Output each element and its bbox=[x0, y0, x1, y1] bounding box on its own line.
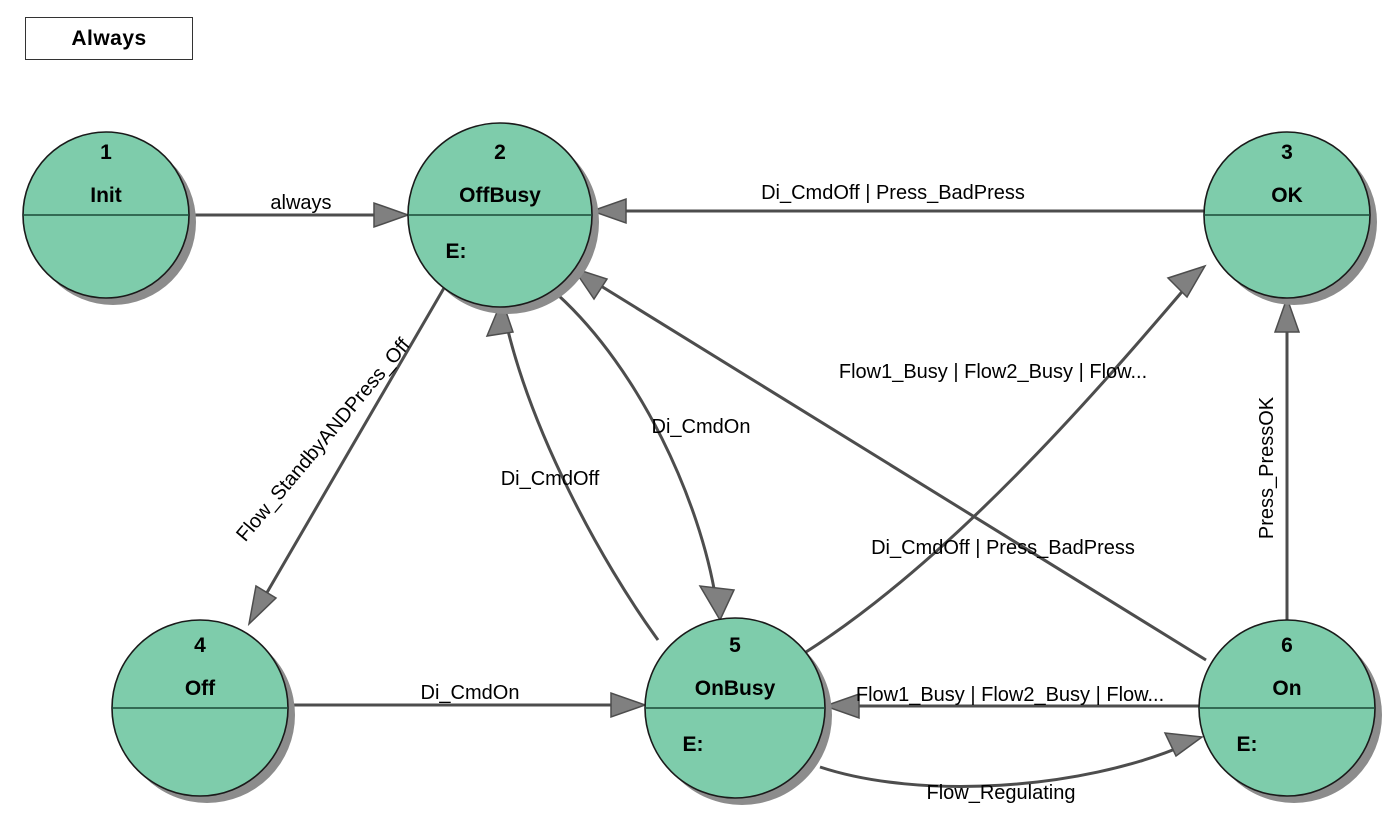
state-id-label: 4 bbox=[194, 634, 206, 657]
state-id-label: 3 bbox=[1281, 141, 1293, 164]
state-name-label: On bbox=[1272, 677, 1301, 700]
edge-offbusy-to-off[interactable] bbox=[247, 287, 446, 627]
chart-title-box: Always bbox=[25, 17, 193, 60]
edge-onbusy-to-ok[interactable] bbox=[805, 264, 1207, 654]
edge-on-to-offbusy[interactable] bbox=[571, 266, 1207, 662]
state-name-label: OK bbox=[1271, 184, 1303, 207]
edge-label-2-to-5[interactable]: Di_CmdOn bbox=[652, 416, 751, 438]
edge-offbusy-to-onbusy[interactable] bbox=[556, 293, 736, 622]
edge-label-6-to-3[interactable]: Press_PressOK bbox=[1256, 396, 1278, 539]
state-entry-label: E: bbox=[1237, 733, 1258, 756]
state-node-ok[interactable]: 3OK bbox=[1203, 131, 1377, 305]
state-id-label: 2 bbox=[494, 141, 506, 164]
edge-label-2-to-4[interactable]: Flow_StandbyANDPress_Off bbox=[232, 334, 415, 546]
edge-label-1-to-2[interactable]: always bbox=[270, 192, 331, 214]
edge-ok-to-offbusy[interactable] bbox=[589, 197, 1204, 225]
state-name-label: Init bbox=[90, 184, 122, 207]
edge-on-to-ok[interactable] bbox=[1273, 295, 1301, 620]
edge-off-to-onbusy[interactable] bbox=[288, 691, 648, 719]
edges-layer bbox=[189, 197, 1301, 788]
edge-label-6-to-5[interactable]: Flow1_Busy | Flow2_Busy | Flow... bbox=[856, 684, 1164, 706]
state-name-label: OnBusy bbox=[695, 677, 776, 700]
edge-init-to-offbusy[interactable] bbox=[189, 201, 411, 229]
edge-label-5-to-6[interactable]: Flow_Regulating bbox=[927, 782, 1076, 804]
state-name-label: Off bbox=[185, 677, 216, 700]
chart-title-label: Always bbox=[71, 26, 147, 50]
edge-label-6-to-2[interactable]: Di_CmdOff | Press_BadPress bbox=[871, 537, 1135, 559]
state-id-label: 1 bbox=[100, 141, 112, 164]
edge-label-5-to-2[interactable]: Di_CmdOff bbox=[501, 468, 600, 490]
edge-label-5-to-3[interactable]: Flow1_Busy | Flow2_Busy | Flow... bbox=[839, 361, 1147, 383]
edge-on-to-onbusy[interactable] bbox=[822, 692, 1199, 720]
edge-onbusy-to-offbusy[interactable] bbox=[485, 297, 660, 641]
state-id-label: 6 bbox=[1281, 634, 1293, 657]
state-entry-label: E: bbox=[446, 240, 467, 263]
edge-label-4-to-5[interactable]: Di_CmdOn bbox=[421, 682, 520, 704]
state-name-label: OffBusy bbox=[459, 184, 541, 207]
state-id-label: 5 bbox=[729, 634, 741, 657]
edge-label-3-to-2[interactable]: Di_CmdOff | Press_BadPress bbox=[761, 182, 1025, 204]
state-entry-label: E: bbox=[683, 733, 704, 756]
edge-onbusy-to-on[interactable] bbox=[819, 732, 1205, 788]
